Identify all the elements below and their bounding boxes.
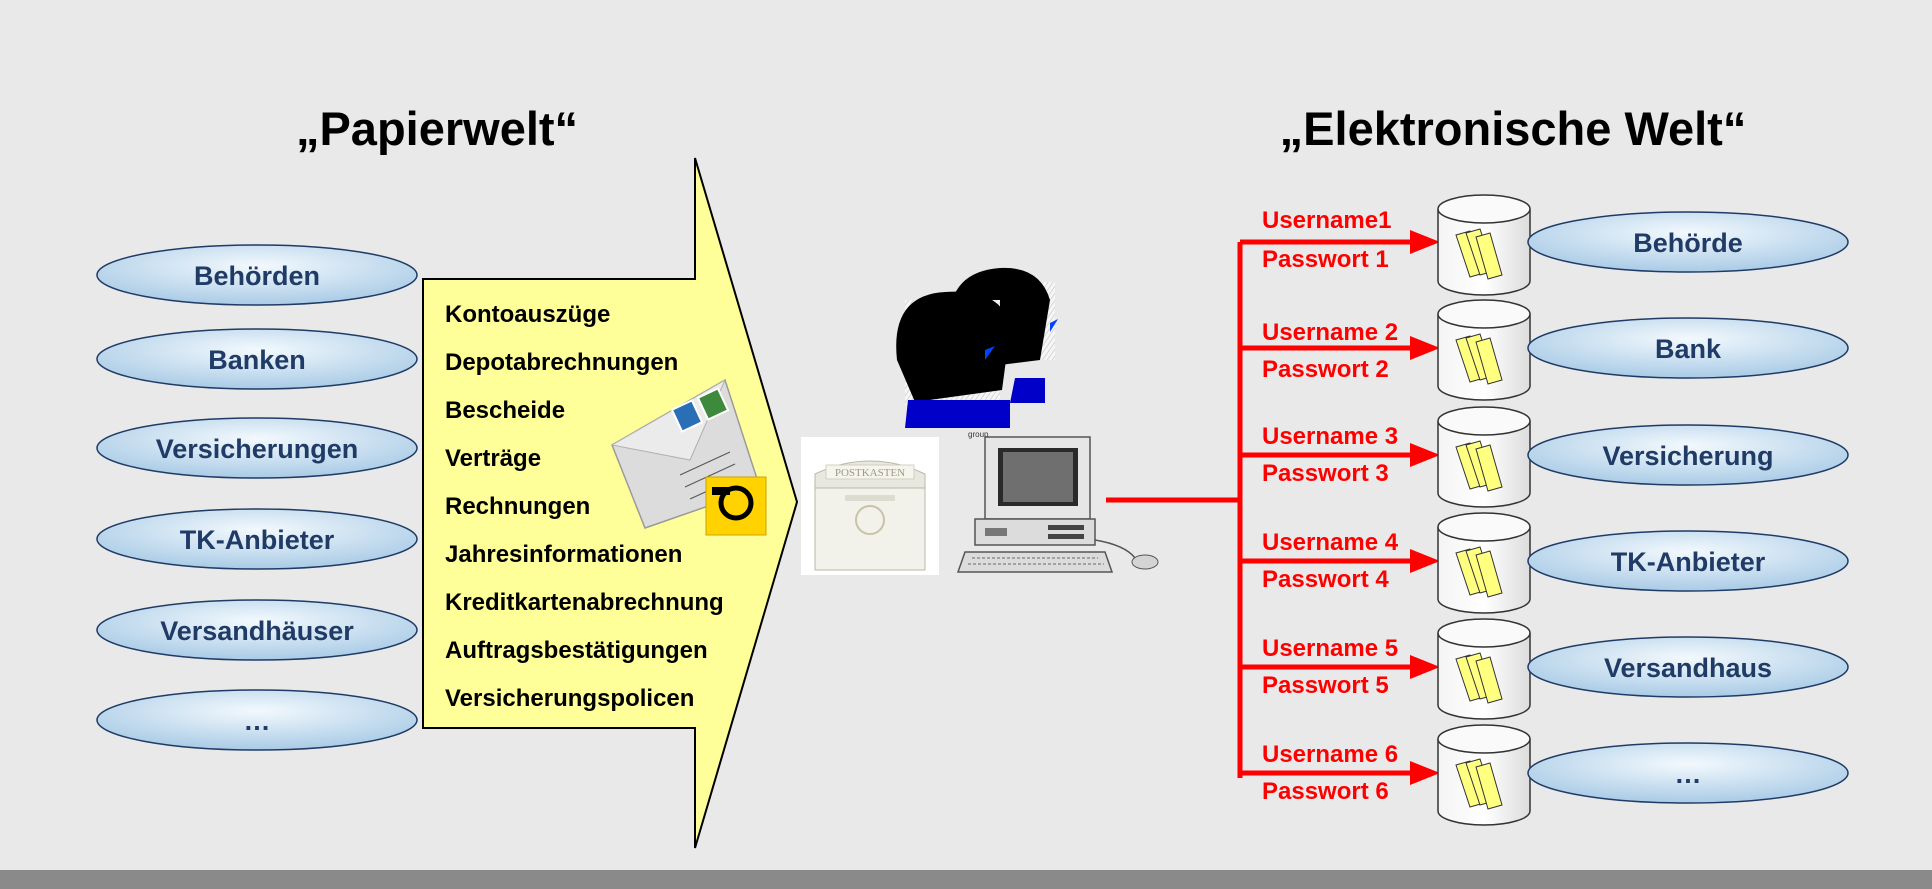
paper-source-label: Versicherungen: [156, 434, 359, 464]
password-label: Passwort 1: [1262, 246, 1389, 273]
service-more: …: [1527, 742, 1849, 804]
service-label: Versicherung: [1602, 441, 1773, 471]
document-type: Bescheide: [445, 397, 565, 424]
paper-source-label: Banken: [208, 345, 306, 375]
database-icons: [1437, 194, 1531, 826]
document-type: Versicherungspolicen: [445, 685, 694, 712]
title-papierwelt: „Papierwelt“: [296, 102, 578, 155]
credentials-list: Username1 Passwort 1 Username 2 Passwort…: [1262, 207, 1399, 805]
group-caption: group: [968, 430, 989, 439]
user-group-icon: group: [896, 267, 1058, 439]
database-icon: [1437, 406, 1531, 508]
document-type: Kontoauszüge: [445, 301, 610, 328]
username-label: Username 4: [1262, 529, 1399, 556]
service-versicherung: Versicherung: [1527, 424, 1849, 486]
post-horn-icon: [705, 476, 767, 536]
username-label: Username1: [1262, 207, 1391, 234]
username-label: Username 3: [1262, 423, 1398, 450]
connector-lines: [1106, 230, 1440, 785]
paper-source-label: Behörden: [194, 261, 320, 291]
paper-source-versandhaeuser: Versandhäuser: [96, 599, 418, 661]
paper-source-label: Versandhäuser: [160, 616, 354, 646]
paper-source-banken: Banken: [96, 328, 418, 390]
mailbox-icon: POSTKASTEN: [801, 437, 939, 575]
service-label: TK-Anbieter: [1611, 547, 1766, 577]
service-tk-anbieter: TK-Anbieter: [1527, 530, 1849, 592]
password-label: Passwort 5: [1262, 672, 1389, 699]
service-label: Behörde: [1633, 228, 1743, 258]
service-label: Bank: [1655, 334, 1722, 364]
service-bank: Bank: [1527, 317, 1849, 379]
password-label: Passwort 2: [1262, 356, 1389, 383]
password-label: Passwort 6: [1262, 778, 1389, 805]
database-icon: [1437, 299, 1531, 401]
paper-flow-arrow: [422, 157, 799, 849]
document-type: Depotabrechnungen: [445, 349, 678, 376]
document-type: Auftragsbestätigungen: [445, 637, 708, 664]
document-type: Kreditkartenabrechnung: [445, 589, 724, 616]
paper-source-tk-anbieter: TK-Anbieter: [96, 508, 418, 570]
document-type: Verträge: [445, 445, 541, 472]
service-label: Versandhaus: [1604, 653, 1772, 683]
title-elektronische-welt: „Elektronische Welt“: [1280, 102, 1747, 155]
document-type: Rechnungen: [445, 493, 590, 520]
service-versandhaus: Versandhaus: [1527, 636, 1849, 698]
diagram-canvas: „Papierwelt“ „Elektronische Welt“ Behörd…: [96, 102, 1849, 849]
paper-source-versicherungen: Versicherungen: [96, 417, 418, 479]
database-icon: [1437, 194, 1531, 296]
paper-source-behoerden: Behörden: [96, 244, 418, 306]
paper-source-label: TK-Anbieter: [180, 525, 335, 555]
username-label: Username 2: [1262, 319, 1398, 346]
document-type: Jahresinformationen: [445, 541, 682, 568]
service-label: …: [1675, 759, 1702, 789]
username-label: Username 5: [1262, 635, 1398, 662]
password-label: Passwort 4: [1262, 566, 1389, 593]
password-label: Passwort 3: [1262, 460, 1389, 487]
service-behoerde: Behörde: [1527, 211, 1849, 273]
database-icon: [1437, 724, 1531, 826]
document-list: Kontoauszüge Depotabrechnungen Bescheide…: [445, 301, 724, 712]
mailbox-label: POSTKASTEN: [835, 467, 905, 479]
username-label: Username 6: [1262, 741, 1398, 768]
database-icon: [1437, 512, 1531, 614]
computer-icon: [956, 436, 1159, 573]
database-icon: [1437, 618, 1531, 720]
paper-source-label: …: [244, 706, 271, 736]
footer-bar: [0, 870, 1932, 889]
paper-source-more: …: [96, 689, 418, 751]
